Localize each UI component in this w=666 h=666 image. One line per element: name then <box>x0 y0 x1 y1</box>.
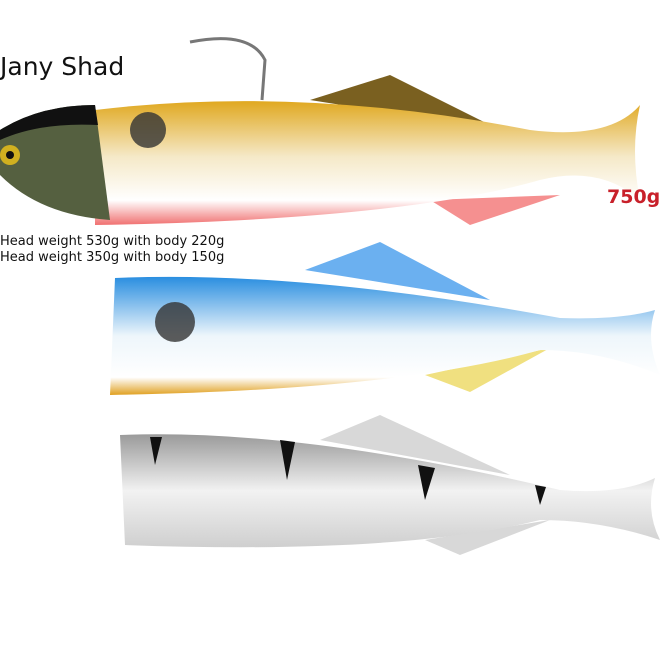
lure-yellow <box>0 37 640 225</box>
product-title: Jany Shad <box>0 52 125 81</box>
lure-blue <box>110 242 660 395</box>
lure-silver <box>120 415 660 555</box>
weight-label: 750g <box>607 186 661 208</box>
spec-line: Head weight 530g with body 220g <box>0 234 225 249</box>
spec-list: Head weight 530g with body 220g Head wei… <box>0 234 224 266</box>
spec-line: Head weight 350g with body 150g <box>0 250 225 265</box>
